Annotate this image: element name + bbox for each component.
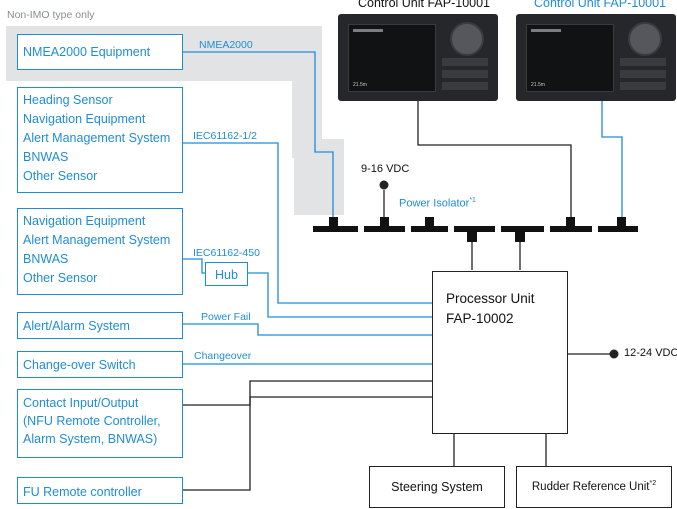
contact-io-line: [182, 380, 432, 406]
steering-system-box: Steering System: [369, 466, 505, 508]
contact-io-line-1: Contact Input/Output: [23, 396, 139, 410]
control-unit-right-dial: [628, 22, 662, 56]
iec-1-2-line-label: IEC61162-1/2: [193, 130, 258, 142]
sensor-group-1-item: Heading Sensor: [23, 93, 113, 107]
power-12-24-label: 12-24 VDC: [624, 347, 677, 359]
control-unit-left-dial: [450, 22, 484, 56]
control-right-line: [601, 100, 623, 217]
power-dot-right: [609, 349, 619, 359]
processor-unit-box: Processor Unit FAP-10002: [432, 271, 568, 434]
sensor-group-2-item: BNWAS: [23, 252, 69, 266]
iec-450-line-label: IEC61162-450: [193, 247, 260, 259]
sensor-group-1-item: BNWAS: [23, 150, 69, 164]
power-isolator-label: Power Isolator*1: [399, 197, 476, 210]
sensor-group-2-item: Alert Management System: [23, 233, 171, 247]
control-unit-left-screen: 21.5m: [348, 24, 436, 92]
contact-io-box: Contact Input/Output (NFU Remote Control…: [17, 389, 183, 458]
nmea2000-line: [182, 51, 334, 217]
processor-unit-model: FAP-10002: [446, 311, 514, 326]
nmea2000-equipment-box: NMEA2000 Equipment: [17, 34, 183, 70]
power-dot-top: [379, 180, 389, 190]
alert-alarm-system-label: Alert/Alarm System: [23, 319, 130, 333]
group2-to-hub-line: [182, 258, 206, 274]
power-fail-line: [182, 323, 432, 336]
nmea2000-bus: [313, 217, 638, 242]
control-unit-right-device: 21.5m: [516, 14, 676, 101]
control-unit-right-screen: 21.5m: [526, 24, 614, 92]
processor-unit-name: Processor Unit: [446, 291, 535, 306]
rudder-note: *2: [649, 480, 657, 488]
sensor-group-1-item: Alert Management System: [23, 131, 171, 145]
nmea2000-line-label: NMEA2000: [199, 39, 253, 51]
sensor-group-1-item: Navigation Equipment: [23, 112, 146, 126]
iec-1-2-line: [182, 142, 432, 304]
alert-alarm-system-box: Alert/Alarm System: [17, 312, 183, 339]
contact-io-line-2: (NFU Remote Controller,: [23, 414, 161, 428]
power-isolator-note: *1: [469, 197, 476, 204]
sensor-group-1-box: Heading Sensor Navigation Equipment Aler…: [17, 87, 183, 193]
steering-system-label: Steering System: [391, 480, 483, 494]
control-unit-left-title: Control Unit FAP-10001: [358, 0, 491, 10]
sensor-group-2-item: Other Sensor: [23, 271, 98, 285]
non-imo-label: Non-IMO type only: [7, 9, 95, 21]
contact-io-line-3: Alarm System, BNWAS): [23, 432, 158, 446]
fu-remote-controller-box: FU Remote controller: [17, 477, 183, 504]
changeover-switch-box: Change-over Switch: [17, 351, 183, 378]
power-fail-line-label: Power Fail: [201, 311, 251, 323]
changeover-line-label: Changeover: [194, 350, 252, 362]
fu-remote-controller-label: FU Remote controller: [23, 485, 142, 499]
nmea2000-equipment-label: NMEA2000 Equipment: [23, 45, 151, 59]
sensor-group-2-item: Navigation Equipment: [23, 214, 146, 228]
control-unit-left-device: 21.5m: [338, 14, 498, 101]
hub-to-processor-line: [247, 272, 432, 318]
sensor-group-2-box: Navigation Equipment Alert Management Sy…: [17, 208, 183, 295]
control-unit-right-title: Control Unit FAP-10001: [534, 0, 667, 10]
rudder-reference-unit-box: Rudder Reference Unit*2: [516, 466, 672, 508]
power-9-16-label: 9-16 VDC: [361, 163, 410, 175]
hub-label: Hub: [215, 268, 238, 282]
changeover-switch-label: Change-over Switch: [23, 358, 136, 372]
control-left-line: [417, 100, 572, 217]
sensor-group-1-item: Other Sensor: [23, 169, 98, 183]
rudder-reference-unit-label: Rudder Reference Unit: [531, 481, 650, 493]
hub-box: Hub: [205, 262, 248, 286]
fu-remote-line: [182, 396, 432, 491]
